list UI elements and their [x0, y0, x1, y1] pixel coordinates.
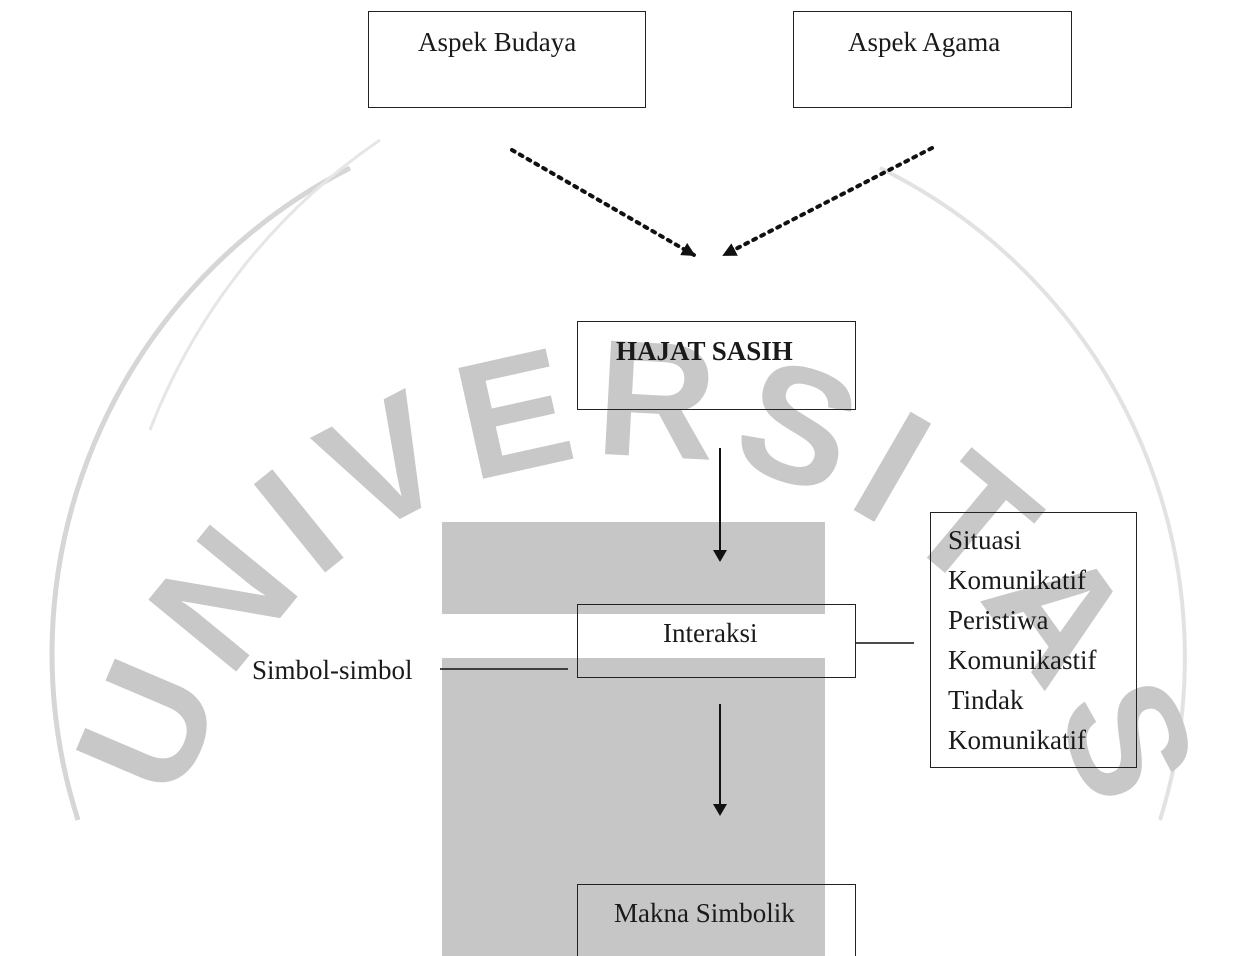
komunikasi-list: Situasi Komunikatif Peristiwa Komunikast… — [948, 520, 1097, 760]
node-makna-simbolik — [577, 884, 856, 956]
node-komunikasi — [930, 512, 1137, 768]
node-interaksi-label: Interaksi — [663, 618, 758, 648]
komunikasi-item: Situasi — [948, 525, 1022, 555]
node-aspek-budaya-label: Aspek Budaya — [418, 27, 577, 57]
watermark-block-top — [442, 522, 825, 614]
node-aspek-agama — [793, 11, 1072, 108]
arrow-budaya-to-hajat — [510, 148, 696, 257]
arrow-agama-to-hajat — [722, 146, 934, 257]
node-hajat-sasih-label: HAJAT SASIH — [616, 336, 793, 366]
node-makna-simbolik-label: Makna Simbolik — [614, 898, 795, 928]
komunikasi-item: Tindak — [948, 685, 1024, 715]
node-aspek-budaya — [368, 11, 646, 108]
node-aspek-agama-label: Aspek Agama — [848, 27, 1001, 57]
komunikasi-item: Komunikastif — [948, 645, 1097, 675]
watermark-block-bottom — [442, 658, 825, 956]
watermark-ring-left — [49, 165, 352, 821]
simbol-simbol-label: Simbol-simbol — [252, 655, 413, 685]
node-interaksi — [577, 604, 856, 678]
komunikasi-item: Komunikatif — [948, 565, 1086, 595]
node-hajat-sasih — [577, 321, 856, 410]
komunikasi-item: Peristiwa — [948, 605, 1049, 635]
watermark-ring-right — [879, 166, 1187, 821]
komunikasi-item: Komunikatif — [948, 725, 1086, 755]
